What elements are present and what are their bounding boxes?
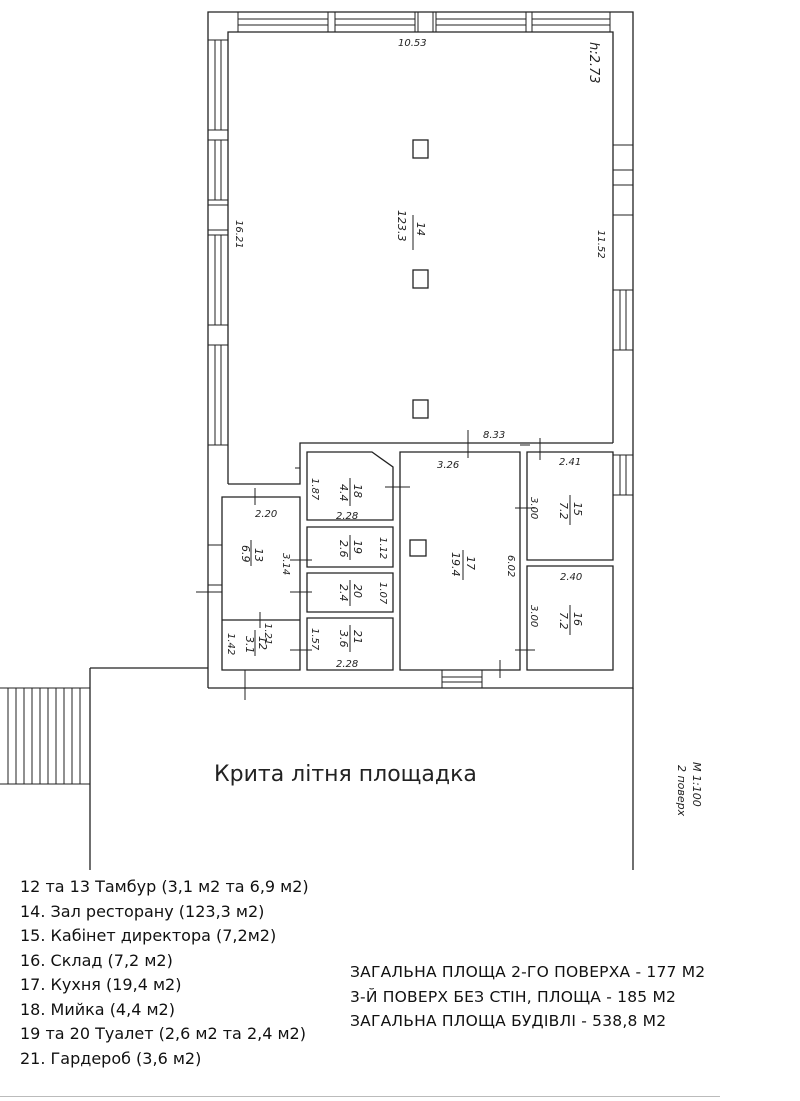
room-21-area: 3.6 xyxy=(337,630,350,648)
dim-store-top: 2.40 xyxy=(560,572,582,583)
dim-wash-bottom: 2.28 xyxy=(336,511,358,522)
legend-item: 19 та 20 Туалет (2,6 м2 та 2,4 м2) xyxy=(20,1024,306,1043)
legend-item: 15. Кабінет директора (7,2м2) xyxy=(20,926,277,945)
door-marks xyxy=(196,430,541,700)
room-16-number: 16 xyxy=(571,612,584,626)
legend-item: 21. Гардероб (3,6 м2) xyxy=(20,1048,202,1068)
room-17-number: 17 xyxy=(464,556,477,570)
room-19-area: 2.6 xyxy=(337,540,350,558)
room-19-number: 19 xyxy=(351,540,364,554)
lower-block-walls xyxy=(208,443,634,689)
room-legend: 12 та 13 Тамбур (3,1 м2 та 6,9 м2) 14. З… xyxy=(20,875,309,1071)
room-20-number: 20 xyxy=(351,584,364,598)
area-separators xyxy=(250,215,571,656)
scale-note: M 1:100 xyxy=(690,762,703,807)
dim-vest13-right: 3.14 xyxy=(280,553,291,575)
dim-vest12-top: 1.21 xyxy=(262,623,273,645)
room-17-area: 19.4 xyxy=(449,552,462,577)
legend-item: 14. Зал ресторану (123,3 м2) xyxy=(20,901,265,921)
dim-wc-side-b: 1.07 xyxy=(377,582,388,605)
room-12-area: 3.1 xyxy=(243,636,256,654)
room-12-number: 12 xyxy=(256,636,269,650)
room-13-area: 6.9 xyxy=(239,545,252,563)
height-marker: h:2.73 xyxy=(586,42,601,84)
room-14-number: 14 xyxy=(414,222,427,236)
legend-item: 17. Кухня (19,4 м2) xyxy=(20,975,182,994)
stairs xyxy=(0,687,90,785)
floor-plan: 10.53 h:2.73 16.21 11.52 8.33 3.26 2.41 … xyxy=(0,11,703,870)
dim-store-left: 3.00 xyxy=(528,605,539,627)
room-14-area: 123.3 xyxy=(395,210,408,242)
room-13-number: 13 xyxy=(252,548,265,562)
total-building: ЗАГАЛЬНА ПЛОЩА БУДІВЛІ - 538,8 М2 xyxy=(350,1012,667,1030)
room-21-number: 21 xyxy=(351,630,364,644)
total-floor2: ЗАГАЛЬНА ПЛОЩА 2-ГО ПОВЕРХА - 177 М2 xyxy=(350,963,706,981)
room-16-area: 7.2 xyxy=(557,612,570,630)
dim-ward-left: 1.57 xyxy=(309,628,320,651)
summer-terrace xyxy=(89,667,634,870)
room-18-number: 18 xyxy=(351,484,364,498)
dim-lower-right-width: 8.33 xyxy=(483,430,505,441)
dim-top-width: 10.53 xyxy=(398,38,427,49)
dim-kitchen-right: 6.02 xyxy=(505,555,516,577)
room-18-area: 4.4 xyxy=(337,484,350,502)
dim-hall-left: 16.21 xyxy=(233,220,244,249)
legend-item: 16. Склад (7,2 м2) xyxy=(20,950,173,970)
area-totals: ЗАГАЛЬНА ПЛОЩА 2-ГО ПОВЕРХА - 177 М2 3-Й… xyxy=(350,960,705,1034)
dim-wc-side-a: 1.12 xyxy=(377,537,388,559)
windows xyxy=(207,11,634,689)
hall-outer-walls xyxy=(207,11,634,688)
dim-hall-right: 11.52 xyxy=(595,230,606,259)
dim-vest12-left: 1.42 xyxy=(225,633,236,655)
room-20-area: 2.4 xyxy=(337,584,350,602)
room-15-number: 15 xyxy=(571,502,584,516)
dim-kitchen-top: 3.26 xyxy=(437,460,459,471)
legend-item: 18. Мийка (4,4 м2) xyxy=(20,999,175,1019)
dim-office-top: 2.41 xyxy=(559,457,581,468)
terrace-caption: Крита літня площадка xyxy=(214,762,477,787)
columns xyxy=(409,139,429,557)
dim-wash-left: 1.87 xyxy=(309,478,320,501)
dim-office-left: 3.00 xyxy=(528,497,539,519)
floor-note: 2 поверх xyxy=(675,765,688,817)
total-floor3: 3-Й ПОВЕРХ БЕЗ СТІН, ПЛОЩА - 185 М2 xyxy=(350,987,677,1006)
dim-vest13-top: 2.20 xyxy=(255,509,277,520)
dim-ward-bottom: 2.28 xyxy=(336,659,358,670)
legend-item: 12 та 13 Тамбур (3,1 м2 та 6,9 м2) xyxy=(20,877,309,896)
bottom-rule xyxy=(0,1096,720,1097)
room-15-area: 7.2 xyxy=(557,502,570,520)
